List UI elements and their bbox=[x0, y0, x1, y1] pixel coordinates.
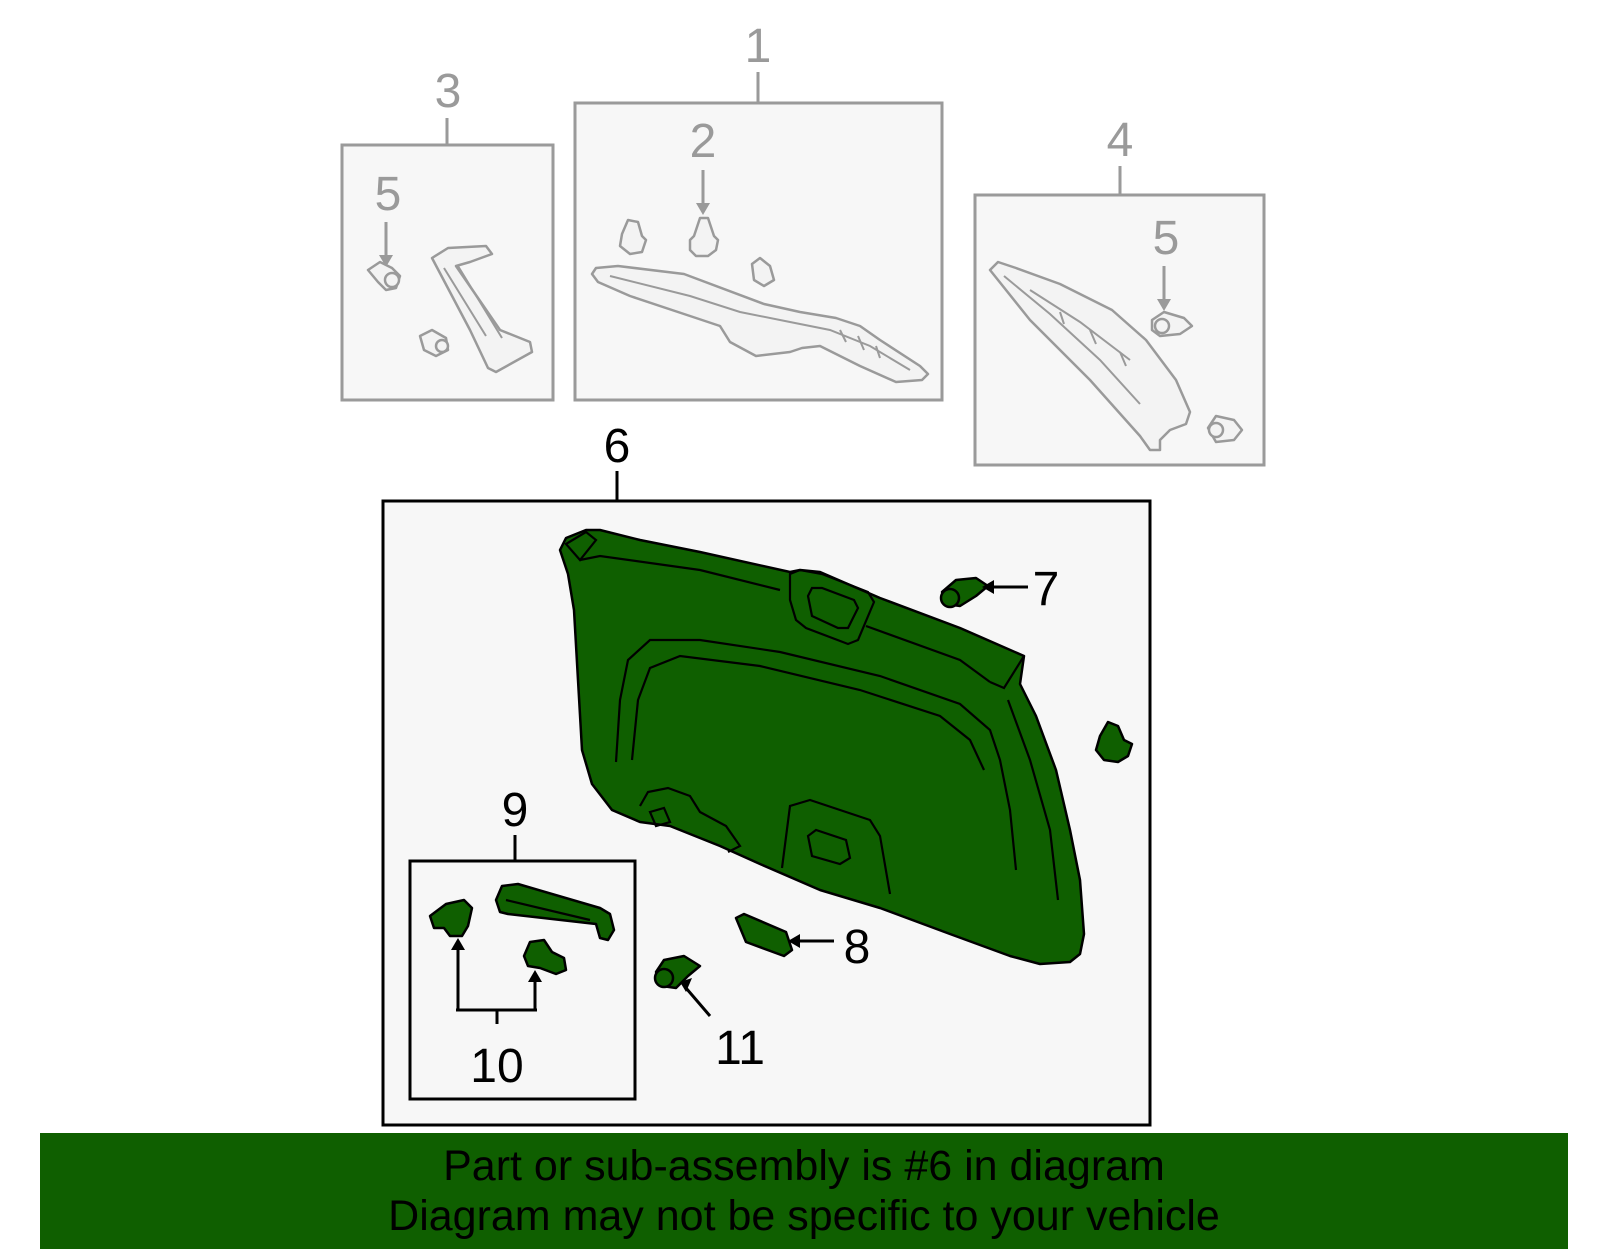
callout-7: 7 bbox=[1033, 563, 1060, 616]
callout-11: 11 bbox=[715, 1022, 765, 1075]
garnish-part-1 bbox=[590, 264, 930, 384]
callout-5-left: 5 bbox=[375, 168, 402, 221]
callout-1: 1 bbox=[745, 20, 772, 73]
clip-part-10-right bbox=[522, 938, 568, 976]
retainer-part-9 bbox=[494, 882, 616, 942]
callout-3: 3 bbox=[435, 65, 462, 118]
clip-part-11: 11 bbox=[653, 954, 765, 1075]
clip-part-bracket-center bbox=[750, 256, 776, 288]
clip-part-small-center bbox=[618, 218, 648, 256]
clip-part-small-left bbox=[418, 328, 450, 358]
banner-line-part-number: Part or sub-assembly is #6 in diagram bbox=[443, 1142, 1165, 1190]
fastener-part-7: 7 bbox=[939, 563, 1060, 616]
liftgate-trim-panel-part-6 bbox=[558, 528, 1086, 966]
clip-part-2 bbox=[688, 216, 720, 258]
clip-part-5-left bbox=[366, 260, 402, 292]
callout-8: 8 bbox=[844, 921, 871, 974]
plug-part-8: 8 bbox=[734, 912, 871, 974]
callout-4: 4 bbox=[1107, 114, 1134, 167]
banner-line-disclaimer: Diagram may not be specific to your vehi… bbox=[388, 1192, 1220, 1240]
notice-banner: Part or sub-assembly is #6 in diagram Di… bbox=[40, 1133, 1568, 1249]
assembly-box-9: 9 10 bbox=[408, 784, 637, 1101]
assembly-box-6: 6 7 bbox=[381, 420, 1152, 1127]
callout-2: 2 bbox=[690, 115, 717, 168]
callout-9: 9 bbox=[502, 784, 529, 837]
callout-5-right: 5 bbox=[1153, 212, 1180, 265]
clip-part-5-right bbox=[1150, 310, 1194, 338]
assembly-box-3: 3 5 bbox=[340, 65, 555, 402]
callout-10: 10 bbox=[470, 1040, 523, 1093]
assembly-box-4: 4 5 bbox=[973, 114, 1266, 467]
callout-6: 6 bbox=[604, 420, 631, 473]
clip-part-small-right bbox=[1206, 414, 1244, 444]
assembly-box-1: 1 2 bbox=[573, 20, 944, 402]
clip-part-10-left bbox=[428, 898, 474, 938]
pillar-trim-part-3 bbox=[430, 244, 534, 374]
clip-part-right-panel bbox=[1094, 720, 1134, 764]
pillar-trim-part-4 bbox=[988, 260, 1192, 452]
